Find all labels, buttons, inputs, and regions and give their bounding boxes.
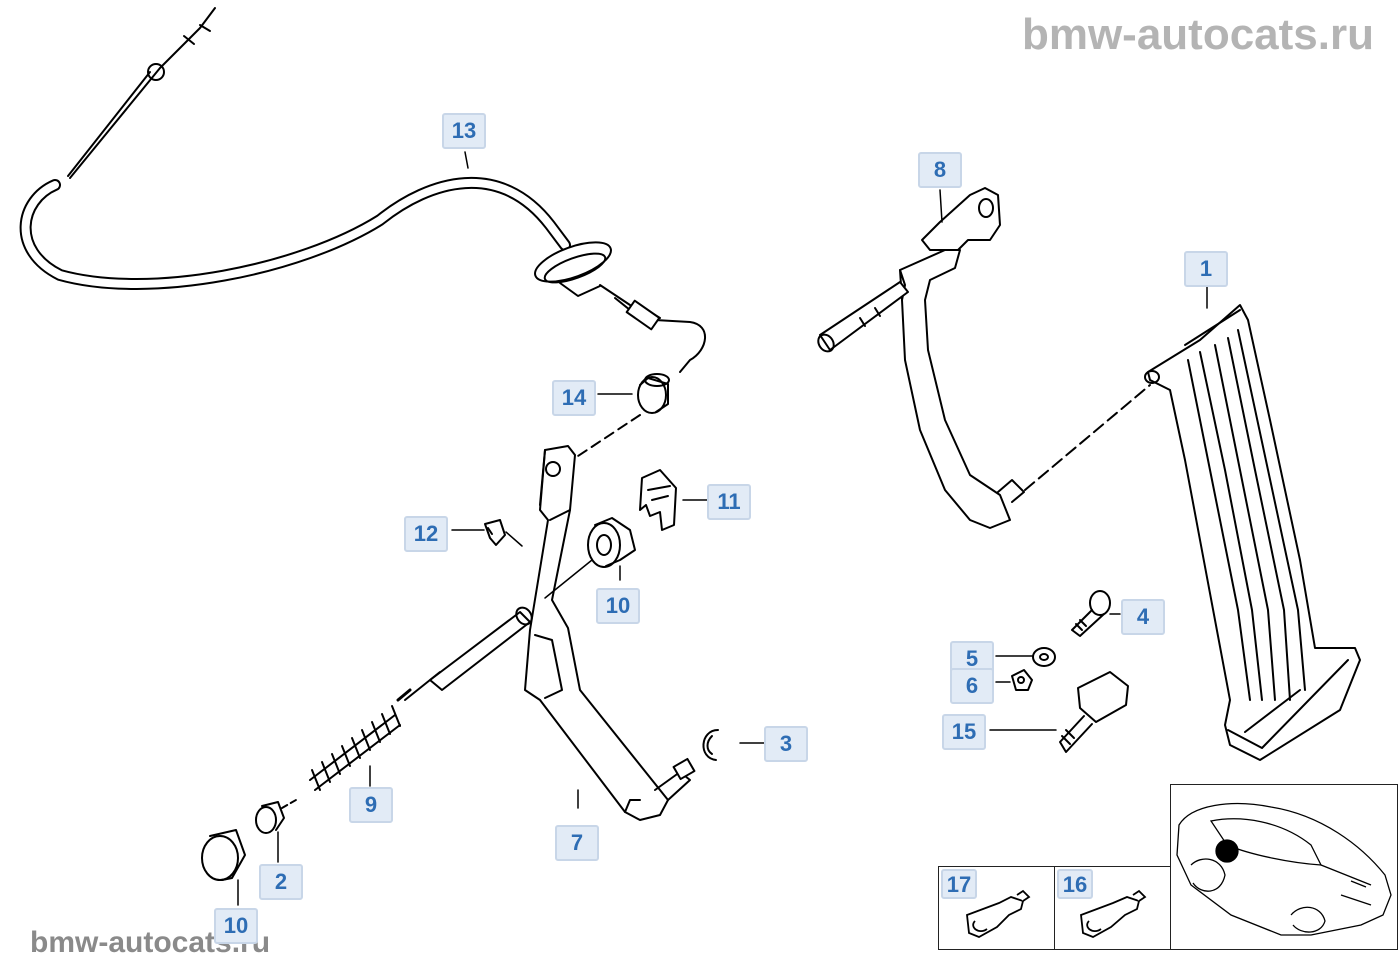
nut-6[interactable] — [1011, 669, 1033, 691]
bushing-10-upper[interactable] — [587, 517, 636, 568]
callout-1[interactable]: 1 — [1184, 251, 1228, 287]
thumbnail-16[interactable]: 16 — [1054, 866, 1172, 950]
spring-9[interactable] — [309, 671, 441, 791]
callout-6[interactable]: 6 — [950, 668, 994, 704]
accelerator-lever[interactable] — [429, 445, 696, 821]
thumbnail-16-label: 16 — [1057, 869, 1093, 899]
callout-2[interactable]: 2 — [259, 864, 303, 900]
bushing-14[interactable] — [637, 373, 670, 414]
leader-lines — [237, 151, 1208, 906]
callout-11[interactable]: 11 — [707, 484, 751, 520]
callout-15[interactable]: 15 — [942, 714, 986, 750]
callout-4[interactable]: 4 — [1121, 599, 1165, 635]
vehicle-locator-thumbnail — [1170, 784, 1398, 950]
thumbnail-17[interactable]: 17 — [938, 866, 1056, 950]
callout-9[interactable]: 9 — [349, 787, 393, 823]
callout-7[interactable]: 7 — [555, 825, 599, 861]
car-icon — [1176, 802, 1392, 936]
bushing-2[interactable] — [255, 801, 285, 834]
pedal-arm-8[interactable] — [815, 187, 1025, 529]
clip-16-icon — [1080, 889, 1147, 938]
bushing-10-lower[interactable] — [201, 829, 246, 881]
callout-12[interactable]: 12 — [404, 516, 448, 552]
callout-3[interactable]: 3 — [764, 726, 808, 762]
callout-13[interactable]: 13 — [442, 113, 486, 149]
callout-10-lower[interactable]: 10 — [214, 908, 258, 944]
accelerator-pedal[interactable] — [1144, 304, 1361, 761]
clip-11[interactable] — [639, 469, 677, 531]
clip-17-icon — [966, 889, 1031, 938]
watermark-top: bmw-autocats.ru — [1021, 10, 1374, 59]
thumbnail-17-label: 17 — [941, 869, 977, 899]
bolt-4[interactable] — [1071, 590, 1111, 637]
callout-8[interactable]: 8 — [918, 152, 962, 188]
callout-10-upper[interactable]: 10 — [596, 588, 640, 624]
stop-15[interactable] — [1059, 671, 1129, 753]
e-clip-3[interactable] — [702, 729, 719, 761]
throttle-cable[interactable] — [19, 7, 706, 373]
callout-14[interactable]: 14 — [552, 380, 596, 416]
washer-5[interactable] — [1032, 647, 1056, 667]
clip-12[interactable] — [484, 519, 506, 546]
